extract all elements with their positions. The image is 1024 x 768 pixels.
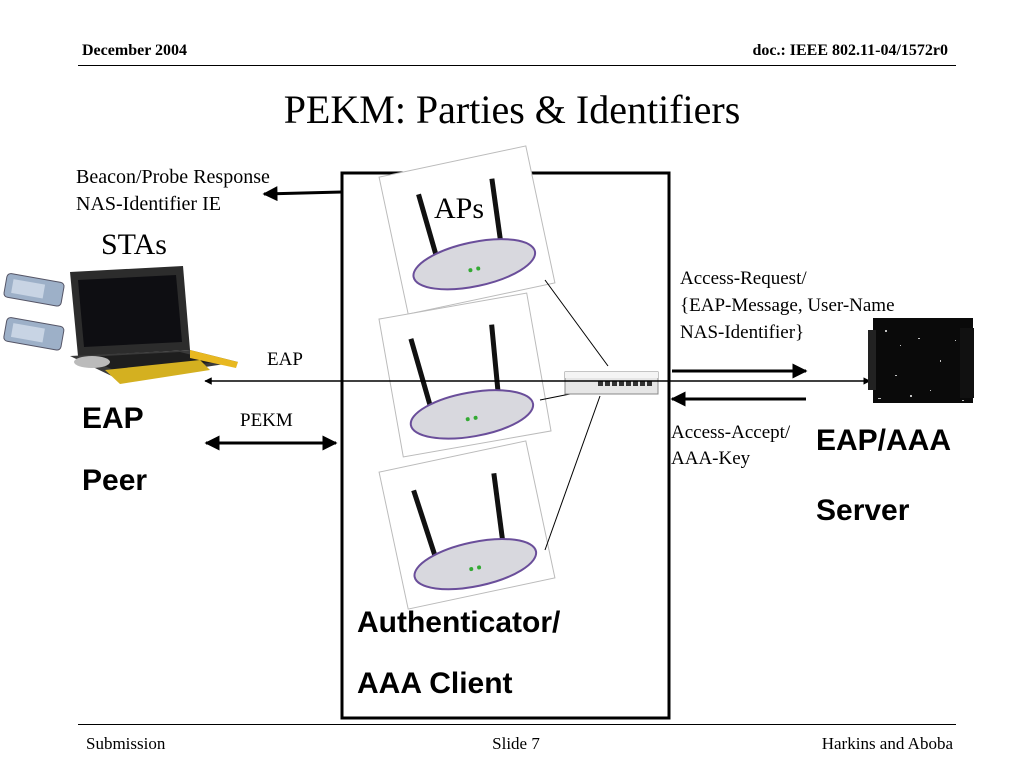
- switch-image: [564, 371, 659, 395]
- pekm-arrow-label: PEKM: [240, 410, 293, 431]
- access-point-1-image: [378, 145, 556, 315]
- aps-label: APs: [434, 192, 485, 225]
- access-accept-label-line2: AAA-Key: [671, 448, 751, 469]
- header-rule: [78, 65, 956, 66]
- beacon-arrow: [262, 186, 343, 202]
- eap-peer-label-line2: Peer: [82, 464, 148, 497]
- footer-authors: Harkins and Aboba: [821, 734, 953, 753]
- authenticator-label-line1: Authenticator/: [357, 606, 561, 639]
- eap-arrow-label: EAP: [267, 349, 303, 370]
- access-request-label-line3: NAS-Identifier}: [680, 322, 805, 343]
- footer-submission: Submission: [86, 734, 166, 753]
- ap1-switch-link: [544, 279, 609, 367]
- beacon-label-line1: Beacon/Probe Response: [76, 166, 270, 188]
- access-point-3-image: [378, 440, 556, 610]
- footer-rule: [78, 724, 956, 725]
- stas-label: STAs: [101, 228, 167, 261]
- server-label-line1: EAP/AAA: [816, 424, 952, 457]
- header-doc-id: doc.: IEEE 802.11-04/1572r0: [752, 42, 948, 59]
- pc-card-2-image: [3, 317, 65, 351]
- authenticator-label-line2: AAA Client: [357, 667, 513, 700]
- header-date: December 2004: [82, 42, 187, 59]
- access-request-label-line2: {EAP-Message, User-Name: [680, 295, 895, 316]
- access-point-2-image: [378, 292, 552, 458]
- slide-title: PEKM: Parties & Identifiers: [283, 87, 741, 132]
- ap3-switch-link: [544, 395, 601, 551]
- access-accept-label-line1: Access-Accept/: [671, 422, 791, 443]
- eap-peer-label-line1: EAP: [82, 402, 144, 435]
- laptop-image: [70, 266, 238, 384]
- server-image: [868, 318, 974, 403]
- server-label-line2: Server: [816, 494, 910, 527]
- access-request-label-line1: Access-Request/: [680, 268, 807, 289]
- beacon-label-line2: NAS-Identifier IE: [76, 193, 221, 215]
- footer-slide-number: Slide 7: [492, 734, 540, 753]
- pc-card-1-image: [3, 273, 65, 307]
